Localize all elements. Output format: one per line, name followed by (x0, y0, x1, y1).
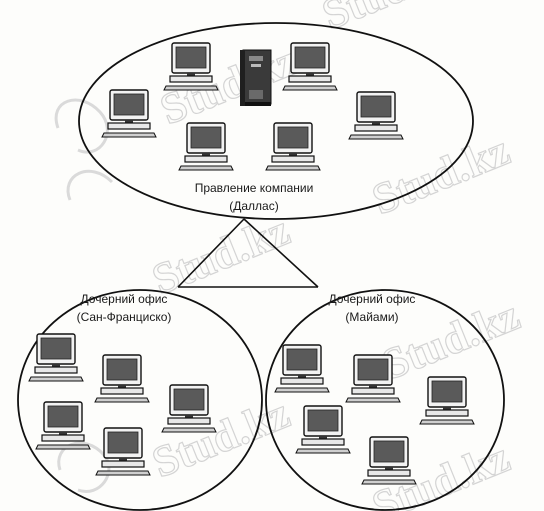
hq-office-ellipse (78, 22, 474, 220)
hq-label: Правление компании (Даллас) (195, 181, 314, 213)
desktop-computer-icon (348, 91, 404, 140)
sf-label: Дочерний офис (Сан-Франциско) (77, 292, 172, 324)
desktop-computer-icon (101, 89, 157, 138)
desktop-computer-icon (163, 42, 219, 91)
watermark-text: Stud.kz (315, 0, 466, 39)
watermark-text: Stud.kz (145, 205, 296, 304)
desktop-computer-icon (345, 354, 401, 403)
desktop-computer-icon (95, 427, 151, 476)
link-hq-sf (177, 218, 245, 288)
desktop-computer-icon (35, 401, 91, 450)
miami-office-ellipse (265, 289, 505, 511)
sf-name-label: Дочерний офис (81, 292, 168, 306)
desktop-computer-icon (265, 122, 321, 171)
connection-triangle (177, 218, 319, 288)
desktop-computer-icon (178, 122, 234, 171)
sf-city-label: (Сан-Франциско) (77, 310, 172, 324)
desktop-computer-icon (161, 384, 217, 433)
hq-city-label: (Даллас) (229, 199, 278, 213)
desktop-computer-icon (282, 42, 338, 91)
desktop-computer-icon (28, 333, 84, 382)
workstation-group (28, 42, 475, 485)
desktop-computer-icon (361, 436, 417, 485)
miami-name-label: Дочерний офис (329, 292, 416, 306)
sf-office-ellipse (17, 289, 263, 511)
desktop-computer-icon (295, 405, 351, 454)
desktop-computer-icon (94, 354, 150, 403)
tower-server-icon (240, 49, 272, 106)
desktop-computer-icon (419, 376, 475, 425)
hq-name-label: Правление компании (195, 181, 314, 195)
miami-city-label: (Майами) (345, 310, 398, 324)
miami-label: Дочерний офис (Майами) (329, 292, 416, 324)
link-hq-mia (243, 218, 319, 288)
desktop-computer-icon (274, 344, 330, 393)
